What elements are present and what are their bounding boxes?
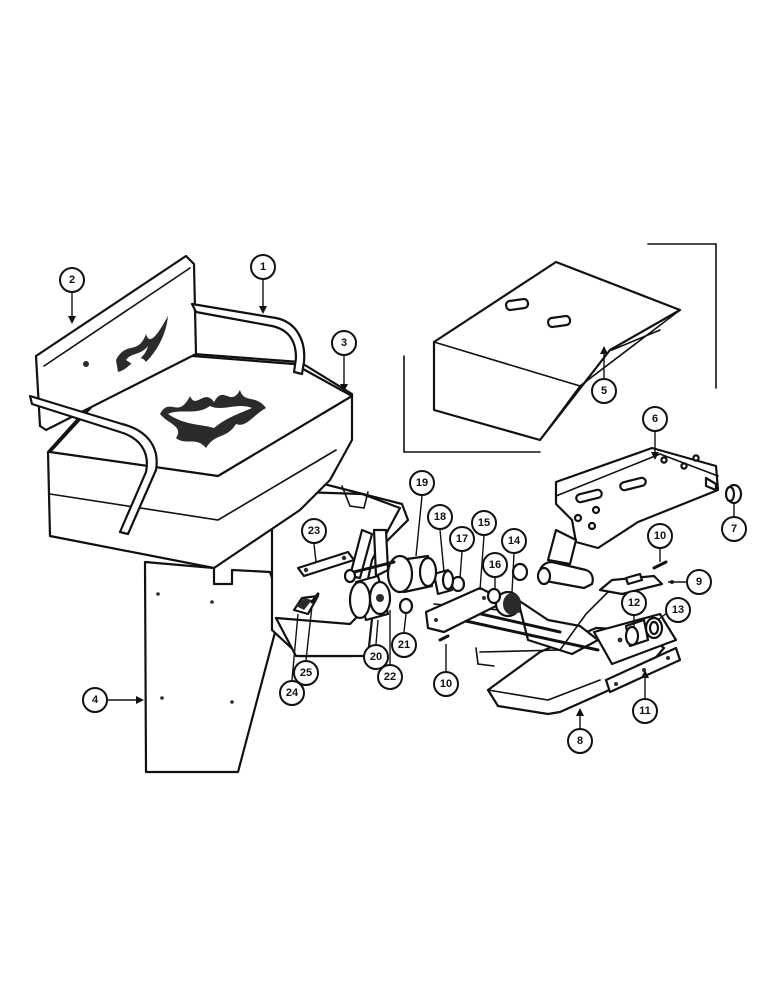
- lower-frame: [486, 598, 678, 716]
- roller-20: [348, 574, 392, 622]
- callout-4: 4: [82, 687, 108, 713]
- callout-18: 18: [427, 504, 453, 530]
- washer-16: [486, 587, 502, 605]
- svg-text:8: 8: [577, 735, 583, 747]
- callout-24: 24: [279, 680, 305, 706]
- pin-10-lower: [438, 634, 450, 642]
- svg-text:7: 7: [731, 523, 737, 535]
- svg-text:3: 3: [341, 337, 347, 349]
- pin-9: [624, 572, 674, 586]
- callout-6: 6: [642, 406, 668, 432]
- seat-base-panel: [143, 560, 284, 774]
- svg-text:2: 2: [69, 274, 75, 286]
- callout-13: 13: [665, 597, 691, 623]
- svg-text:19: 19: [416, 477, 428, 489]
- svg-text:6: 6: [652, 413, 658, 425]
- svg-text:14: 14: [508, 535, 521, 547]
- callout-10-upper: 10: [647, 523, 673, 549]
- bushing-14: [494, 590, 522, 618]
- callout-14: 14: [501, 528, 527, 554]
- bushing-13: [644, 616, 664, 640]
- pin-25: [310, 592, 320, 604]
- mounting-plate: [511, 446, 720, 590]
- svg-text:23: 23: [308, 525, 320, 537]
- svg-text:16: 16: [489, 559, 501, 571]
- bushing-12: [624, 618, 650, 648]
- svg-text:4: 4: [92, 694, 99, 706]
- svg-text:1: 1: [260, 261, 266, 273]
- svg-text:21: 21: [398, 639, 410, 651]
- svg-text:10: 10: [654, 530, 666, 542]
- svg-text:20: 20: [370, 651, 382, 663]
- svg-text:17: 17: [456, 533, 468, 545]
- callout-17: 17: [449, 526, 475, 552]
- callout-3: 3: [331, 330, 357, 356]
- callout-22: 22: [377, 664, 403, 690]
- svg-text:24: 24: [286, 687, 299, 699]
- callout-11: 11: [632, 698, 658, 724]
- callout-8: 8: [567, 728, 593, 754]
- callout-12: 12: [621, 590, 647, 616]
- callout-10-lower: 10: [433, 671, 459, 697]
- callout-5: 5: [591, 378, 617, 404]
- svg-text:11: 11: [639, 705, 651, 717]
- callout-20: 20: [363, 644, 389, 670]
- svg-text:25: 25: [300, 667, 312, 679]
- svg-text:22: 22: [384, 671, 396, 683]
- callout-1: 1: [250, 254, 276, 280]
- leader-lines: [68, 280, 735, 728]
- washer-21: [398, 597, 414, 615]
- pin-10-upper: [652, 560, 668, 570]
- svg-text:12: 12: [628, 597, 640, 609]
- callout-19: 19: [409, 470, 435, 496]
- lever-assembly: [343, 528, 396, 584]
- callout-21: 21: [391, 632, 417, 658]
- callout-23: 23: [301, 518, 327, 544]
- svg-text:10: 10: [440, 678, 452, 690]
- bushing-7: [724, 483, 743, 505]
- roller-19: [386, 554, 438, 594]
- cover-frame-lines: [403, 243, 717, 453]
- callout-25: 25: [293, 660, 319, 686]
- callout-15: 15: [471, 510, 497, 536]
- svg-text:18: 18: [434, 511, 446, 523]
- callout-16: 16: [482, 552, 508, 578]
- callout-7: 7: [721, 516, 747, 542]
- callout-2: 2: [59, 267, 85, 293]
- svg-text:13: 13: [672, 604, 684, 616]
- cover-panel: [432, 260, 682, 442]
- backrest-rail: [28, 302, 306, 536]
- svg-text:9: 9: [696, 576, 702, 588]
- link-23: [296, 550, 356, 578]
- svg-text:5: 5: [601, 385, 607, 397]
- svg-text:15: 15: [478, 517, 490, 529]
- callout-9: 9: [686, 569, 712, 595]
- side-plate-11: [604, 646, 682, 694]
- seat-back: [34, 254, 198, 432]
